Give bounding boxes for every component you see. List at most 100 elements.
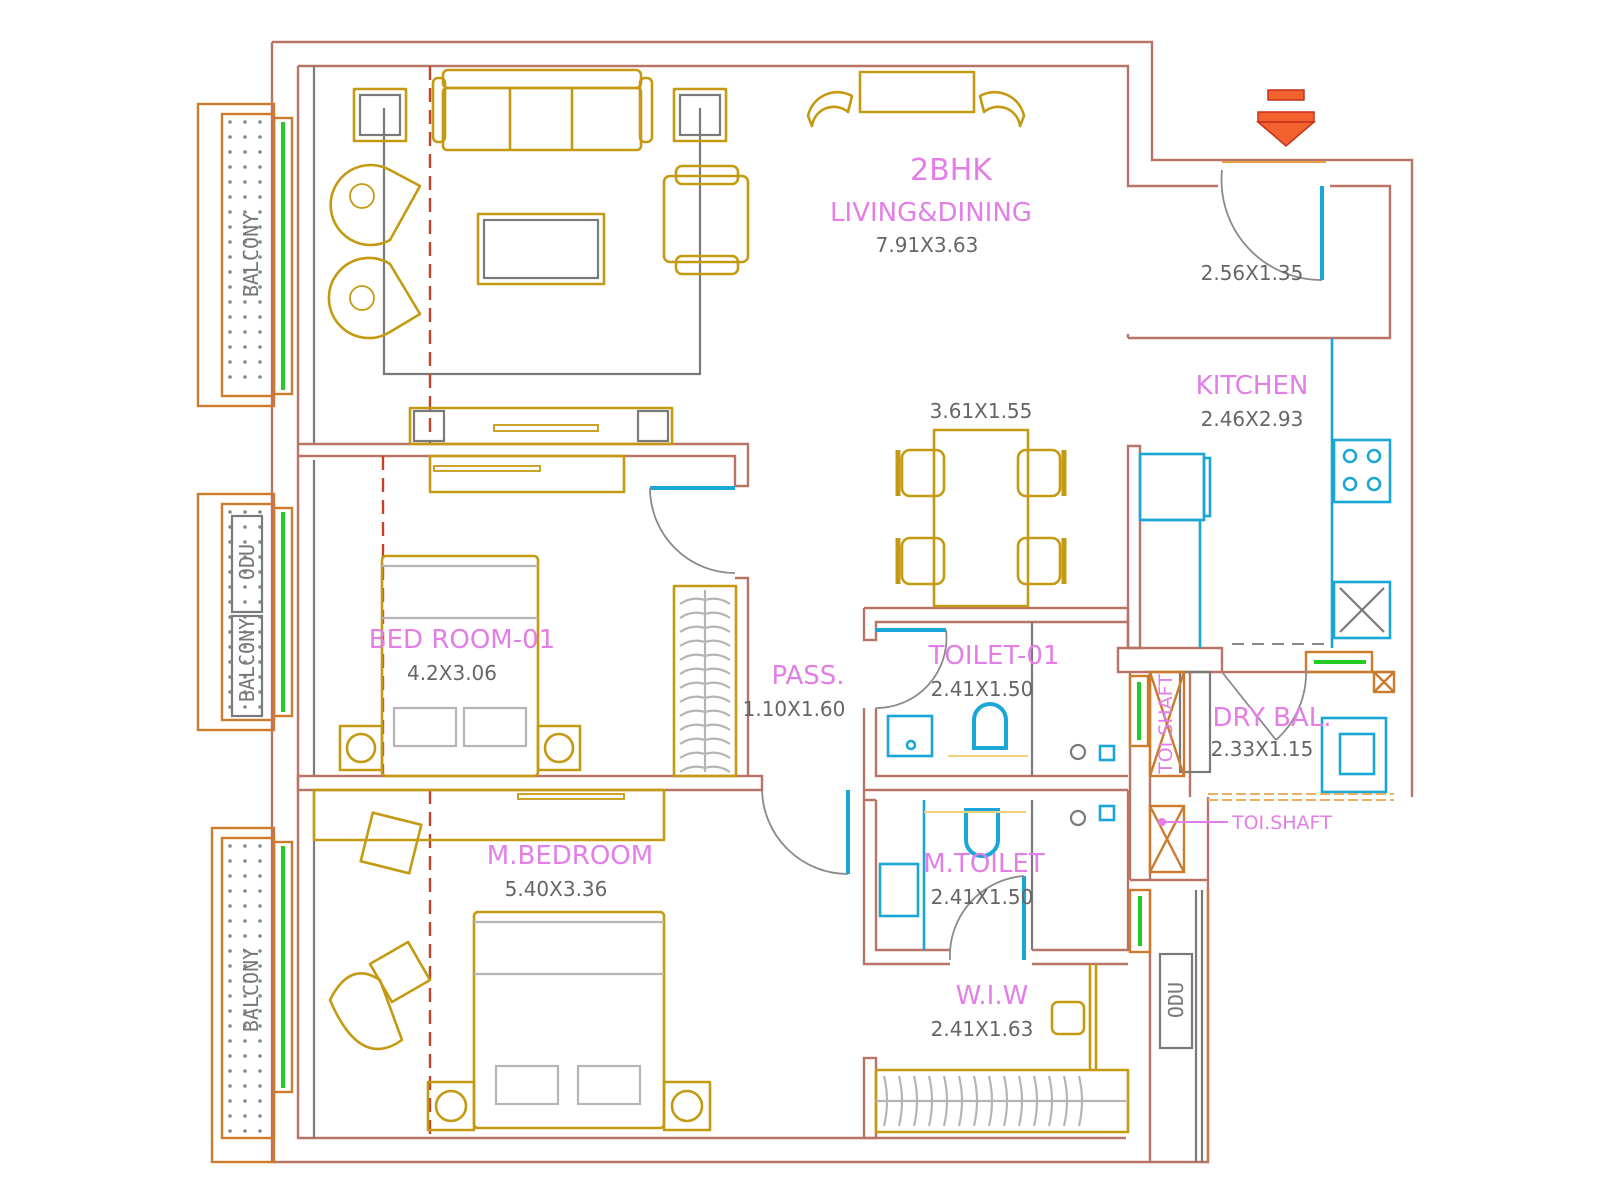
hanger: [1077, 1075, 1084, 1127]
hatch-dot: [228, 1099, 232, 1103]
hatch-dot: [258, 919, 262, 923]
hatch-dot: [228, 979, 232, 983]
hatch-dot: [258, 510, 262, 514]
hanger: [679, 653, 731, 661]
hatch-dot: [243, 844, 247, 848]
hatch-dot: [243, 1009, 247, 1013]
entry-arrow-icon: [1255, 89, 1317, 147]
hatch-dot: [228, 889, 232, 893]
hatch-dot: [228, 270, 232, 274]
hatch-dot: [243, 1024, 247, 1028]
balcony-middle-label: BALCONY: [235, 618, 259, 702]
hatch-dot: [228, 255, 232, 259]
hanger: [1047, 1075, 1054, 1127]
hatch-dot: [243, 120, 247, 124]
hatch-dot: [258, 135, 262, 139]
hatch-dot: [243, 705, 247, 709]
hatch-dot: [243, 540, 247, 544]
hatch-dot: [228, 195, 232, 199]
hatch-dot: [243, 645, 247, 649]
room-name-wiw: W.I.W: [956, 981, 1029, 1011]
hanger: [1032, 1075, 1039, 1127]
hatch-dot: [228, 1054, 232, 1058]
hatch-dot: [258, 1099, 262, 1103]
dining-table: [895, 428, 1067, 608]
hatch-dot: [243, 1054, 247, 1058]
kitchen-fixtures: [1138, 338, 1392, 648]
hatch-dot: [243, 934, 247, 938]
hatch-dot: [258, 934, 262, 938]
dining-chair: [895, 536, 946, 586]
hatch-dot: [228, 690, 232, 694]
hatch-dot: [228, 180, 232, 184]
hatch-dot: [243, 165, 247, 169]
hatch-dot: [243, 1039, 247, 1043]
hatch-dot: [243, 660, 247, 664]
odu-shaft: ODU: [1128, 888, 1194, 1050]
hanger: [679, 751, 731, 759]
hatch-dot: [228, 600, 232, 604]
hatch-dot: [258, 120, 262, 124]
hatch-dot: [228, 300, 232, 304]
hatch-dot: [258, 180, 262, 184]
toilet-shaft-vertical-label: TOI.SHAFT: [1155, 674, 1177, 775]
hatch-dot: [243, 1069, 247, 1073]
hatch-dot: [258, 330, 262, 334]
hatch-dot: [228, 525, 232, 529]
room-name-dry-balcony: DRY BAL.: [1213, 703, 1332, 733]
hatch-dot: [243, 1129, 247, 1133]
hanger: [882, 1075, 889, 1127]
hatch-dot: [243, 904, 247, 908]
wardrobe-hangers: [679, 597, 731, 773]
hatch-dot: [243, 630, 247, 634]
hatch-dot: [243, 1114, 247, 1118]
wc-icon: [964, 808, 1000, 858]
outer-walls: [270, 40, 1414, 1164]
hatch-dot: [243, 690, 247, 694]
hatch-dot: [228, 240, 232, 244]
room-dims-toilet1: 2.41X1.50: [931, 677, 1034, 701]
hatch-dot: [228, 705, 232, 709]
hanger: [679, 709, 731, 717]
main-door[interactable]: [1220, 161, 1326, 281]
master-bedroom-furniture: [312, 788, 1130, 1134]
hatch-dot: [228, 510, 232, 514]
hatch-dot: [258, 889, 262, 893]
hatch-dot: [258, 315, 262, 319]
hatch-dot: [243, 315, 247, 319]
hanger: [679, 667, 731, 675]
hatch-dot: [243, 300, 247, 304]
hatch-dot: [243, 859, 247, 863]
hanger: [987, 1075, 994, 1127]
hatch-dot: [243, 979, 247, 983]
hanger: [942, 1075, 949, 1127]
room-name-living: LIVING&DINING: [830, 198, 1032, 228]
room-name-kitchen: KITCHEN: [1196, 371, 1309, 401]
hatch-dot: [243, 225, 247, 229]
hatch-dot: [228, 1009, 232, 1013]
hanger: [679, 625, 731, 633]
hatch-dot: [228, 570, 232, 574]
hatch-dot: [258, 1129, 262, 1133]
hanger: [679, 639, 731, 647]
balcony-top-label: BALCONY: [239, 213, 263, 297]
hanger: [1002, 1075, 1009, 1127]
hatch-dot: [243, 874, 247, 878]
hatch-dot: [243, 270, 247, 274]
hanger: [679, 597, 731, 605]
hatch-dot: [258, 859, 262, 863]
hatch-dot: [258, 1054, 262, 1058]
hatch-dot: [228, 120, 232, 124]
hatch-dot: [243, 675, 247, 679]
hanger: [679, 723, 731, 731]
hatch-dot: [243, 150, 247, 154]
hatch-dot: [228, 1084, 232, 1088]
balcony-middle: ODU BALCONY: [196, 492, 294, 732]
hatch-dot: [228, 375, 232, 379]
toilet-shaft-callout-label: TOI.SHAFT: [1231, 812, 1332, 834]
hanger: [1062, 1075, 1069, 1127]
hatch-dot: [258, 270, 262, 274]
hatch-dot: [243, 600, 247, 604]
hatch-dot: [258, 964, 262, 968]
hatch-dot: [243, 1084, 247, 1088]
